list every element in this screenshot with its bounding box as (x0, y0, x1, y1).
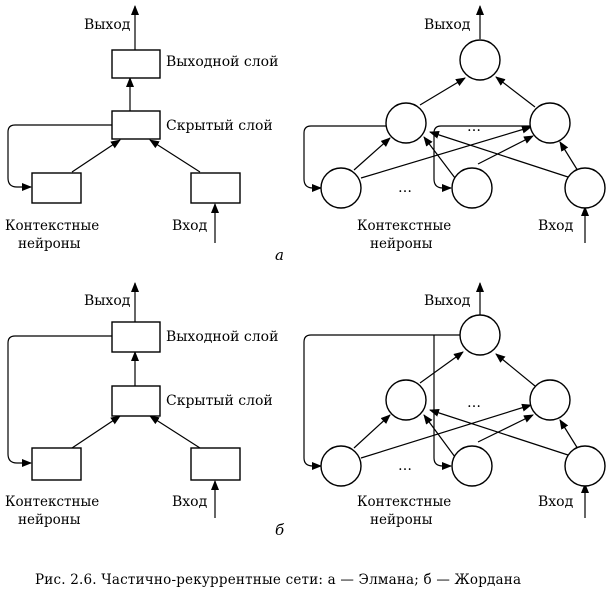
hidden-neuron-left (385, 102, 427, 144)
network-context-label-line1-b: Контекстные (357, 494, 451, 510)
context-neurons-label-line1: Контекстные (5, 218, 99, 234)
input-label-b: Вход (172, 494, 208, 510)
ctx2-to-hidden-left-arrow (423, 136, 456, 179)
context-to-hidden-arrow-b (71, 415, 121, 449)
ctx-to-hidden-right-arrow-b (360, 403, 532, 459)
figure-caption: Рис. 2.6. Частично-рекуррентные сети: а … (35, 572, 521, 588)
input-neuron-b (564, 445, 606, 487)
hidden-neuron-right (529, 102, 571, 144)
hidden-layer-box-b (111, 385, 161, 417)
output-neuron-b (459, 314, 501, 356)
ctx-to-hidden-left-arrow-b (353, 414, 391, 449)
output-label: Выход (84, 17, 131, 33)
panel-a-letter: а (275, 246, 284, 264)
context-neuron-left (320, 167, 362, 209)
context-ellipsis: … (398, 180, 412, 196)
ctx2-to-hidden-left-arrow-b (423, 414, 456, 458)
jordan-block-diagram: Выход Выходной слой Скрытый слой Контекс… (5, 282, 278, 528)
input-to-hidden-right-arrow (559, 141, 579, 172)
output-to-context-left-feedback (303, 334, 460, 470)
elman-block-diagram: Выход Выходной слой Скрытый слой Контекс… (5, 5, 278, 252)
input-to-hidden-arrow-b (149, 415, 201, 449)
ctx-to-hidden-right-arrow (360, 125, 532, 179)
input-box-b (190, 447, 241, 481)
network-context-label-line1: Контекстные (357, 218, 451, 234)
panel-b-letter: б (275, 521, 285, 539)
hidden-layer-label-b: Скрытый слой (166, 393, 273, 409)
ctx2-to-hidden-right-arrow-b (477, 414, 534, 443)
network-context-label-line2-b: нейроны (370, 512, 433, 528)
output-layer-box-b (111, 321, 161, 353)
input-to-hidden-left-arrow (429, 130, 569, 178)
output-label-b: Выход (84, 293, 131, 309)
input-to-hidden-arrow (149, 139, 201, 173)
hidden-neuron-left-b (385, 379, 427, 421)
input-label: Вход (172, 218, 208, 234)
network-output-label-b: Выход (424, 293, 471, 309)
hidden-right-to-output-arrow (495, 76, 536, 108)
ctx-to-hidden-left-arrow (353, 137, 391, 171)
context-neurons-box-b (31, 447, 82, 481)
context-to-hidden-arrow (71, 139, 121, 173)
hidden-left-to-output-arrow-b (419, 351, 464, 384)
input-to-hidden-left-arrow-b (429, 408, 569, 456)
context-neurons-label-line1-b: Контекстные (5, 494, 99, 510)
context-ellipsis-b: … (398, 458, 412, 474)
context-neurons-box (31, 172, 82, 204)
hidden-left-feedback (303, 125, 389, 192)
network-input-label: Вход (538, 218, 574, 234)
output-layer-label-b: Выходной слой (166, 329, 278, 345)
input-box (190, 172, 241, 204)
hidden-layer-box (111, 110, 161, 140)
ctx2-to-hidden-right-arrow (477, 135, 534, 165)
hidden-to-context-feedback (7, 124, 112, 191)
hidden-right-feedback (433, 125, 531, 192)
network-output-label: Выход (424, 17, 471, 33)
hidden-neuron-right-b (529, 379, 571, 421)
output-layer-label: Выходной слой (166, 54, 278, 70)
context-neuron-left-b (320, 445, 362, 487)
elman-neuron-network: Выход … … Контекстные нейроны Вход (303, 5, 606, 252)
hidden-ellipsis: … (467, 119, 481, 135)
context-neurons-label-line2-b: нейроны (18, 512, 81, 528)
input-neuron (564, 167, 606, 209)
context-neuron-right (451, 167, 493, 209)
input-to-hidden-right-arrow-b (559, 419, 579, 450)
hidden-left-to-output-arrow (419, 77, 466, 106)
output-layer-box (111, 49, 161, 79)
context-neurons-label-line2: нейроны (18, 236, 81, 252)
output-to-context-feedback (7, 335, 112, 467)
output-neuron (459, 39, 501, 81)
context-neuron-right-b (451, 445, 493, 487)
network-input-label-b: Вход (538, 494, 574, 510)
hidden-ellipsis-b: … (467, 395, 481, 411)
jordan-neuron-network: Выход … … Контекстные нейроны Вход (303, 282, 606, 528)
network-context-label-line2: нейроны (370, 236, 433, 252)
output-to-context-right-feedback (433, 335, 452, 470)
hidden-right-to-output-arrow-b (495, 353, 536, 387)
hidden-layer-label: Скрытый слой (166, 118, 273, 134)
